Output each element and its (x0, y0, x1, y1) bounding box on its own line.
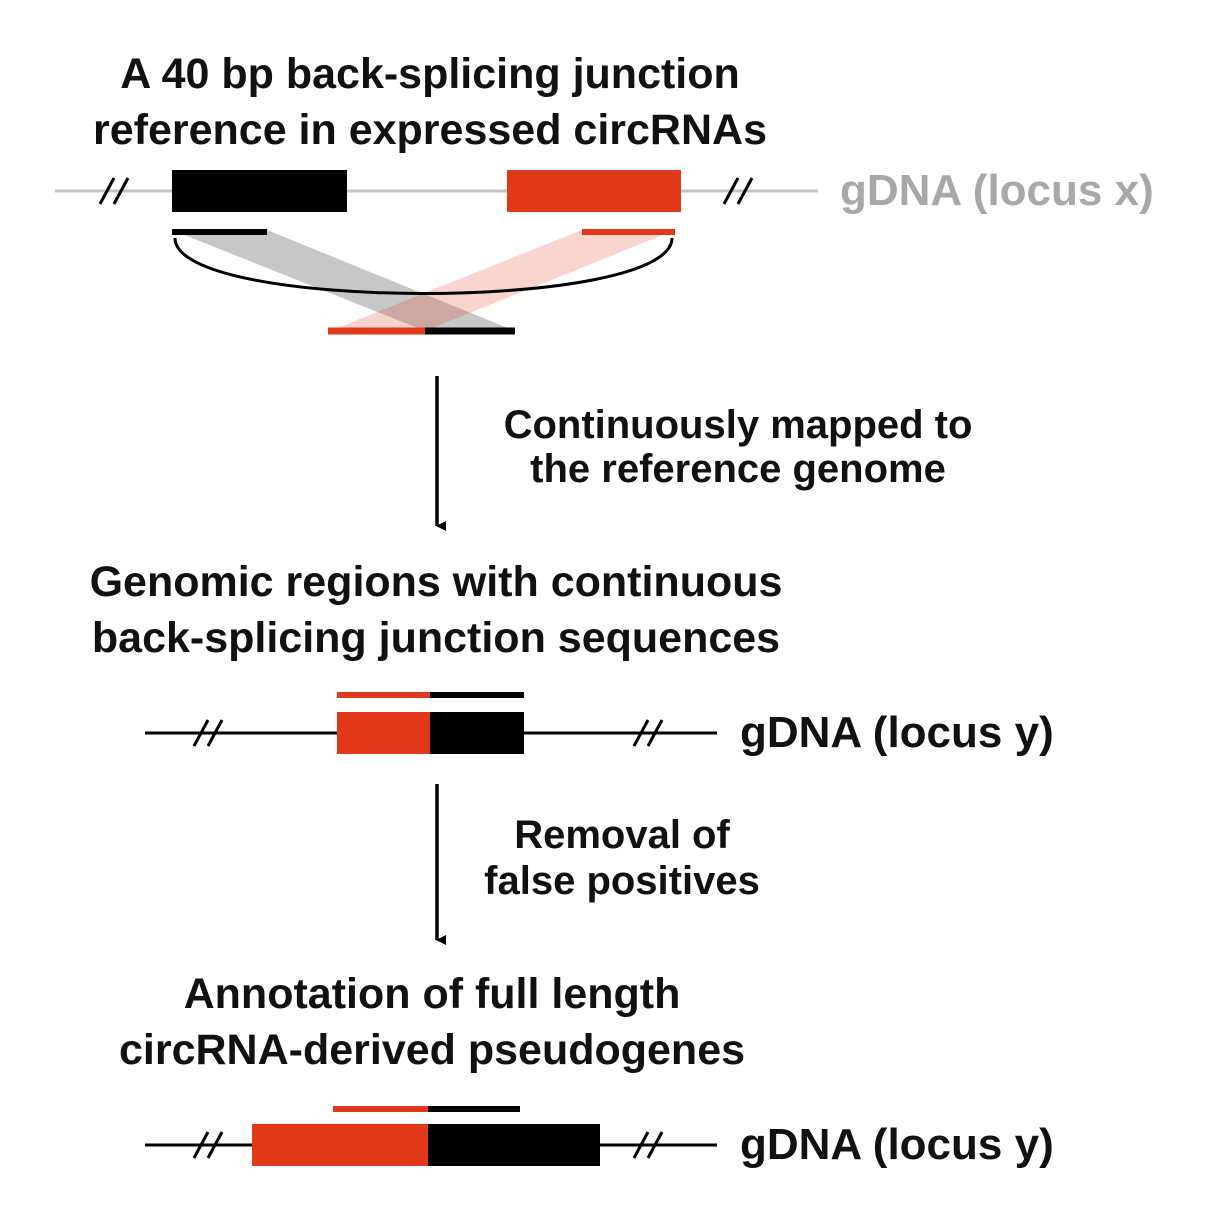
section3-title-line2: circRNA-derived pseudogenes (119, 1026, 745, 1074)
exon-black (172, 170, 347, 212)
junction-shadow-red (330, 230, 675, 331)
break-mark-left (98, 177, 130, 205)
locus-y-gdna-track-1 (145, 692, 717, 754)
locus-y-gdna-track-2 (145, 1106, 717, 1166)
locus-x-gdna-track (55, 170, 818, 212)
section1-title-line1: A 40 bp back-splicing junction (120, 50, 740, 98)
section2-title-line2: back-splicing junction sequences (92, 614, 780, 662)
break-mark-left (192, 1131, 224, 1159)
section2-title-line1: Genomic regions with continuous (90, 558, 783, 606)
break-mark-right (632, 1131, 664, 1159)
section1-title-line2: reference in expressed circRNAs (93, 106, 767, 154)
step1-label-line2: the reference genome (530, 447, 946, 491)
junction-block-black (430, 712, 524, 754)
break-mark-right (722, 177, 754, 205)
junction-block-red (337, 712, 430, 754)
locus-y-label-1: gDNA (locus y) (740, 708, 1054, 757)
junction-shadow-black (172, 230, 515, 331)
step2-label-line2: false positives (484, 859, 760, 903)
break-mark-right (632, 719, 664, 747)
pseudogene-block-black (428, 1124, 600, 1166)
locus-y-label-2: gDNA (locus y) (740, 1120, 1054, 1169)
back-splice-arc (173, 237, 674, 295)
back-splice-junction (172, 229, 675, 335)
step2-label-line1: Removal of (514, 813, 730, 857)
break-mark-left (192, 719, 224, 747)
exon-red (507, 170, 681, 212)
step1-label-line1: Continuously mapped to (504, 403, 973, 447)
section3-title-line1: Annotation of full length (184, 970, 681, 1018)
locus-x-label: gDNA (locus x) (840, 166, 1154, 215)
pseudogene-block-red (252, 1124, 428, 1166)
